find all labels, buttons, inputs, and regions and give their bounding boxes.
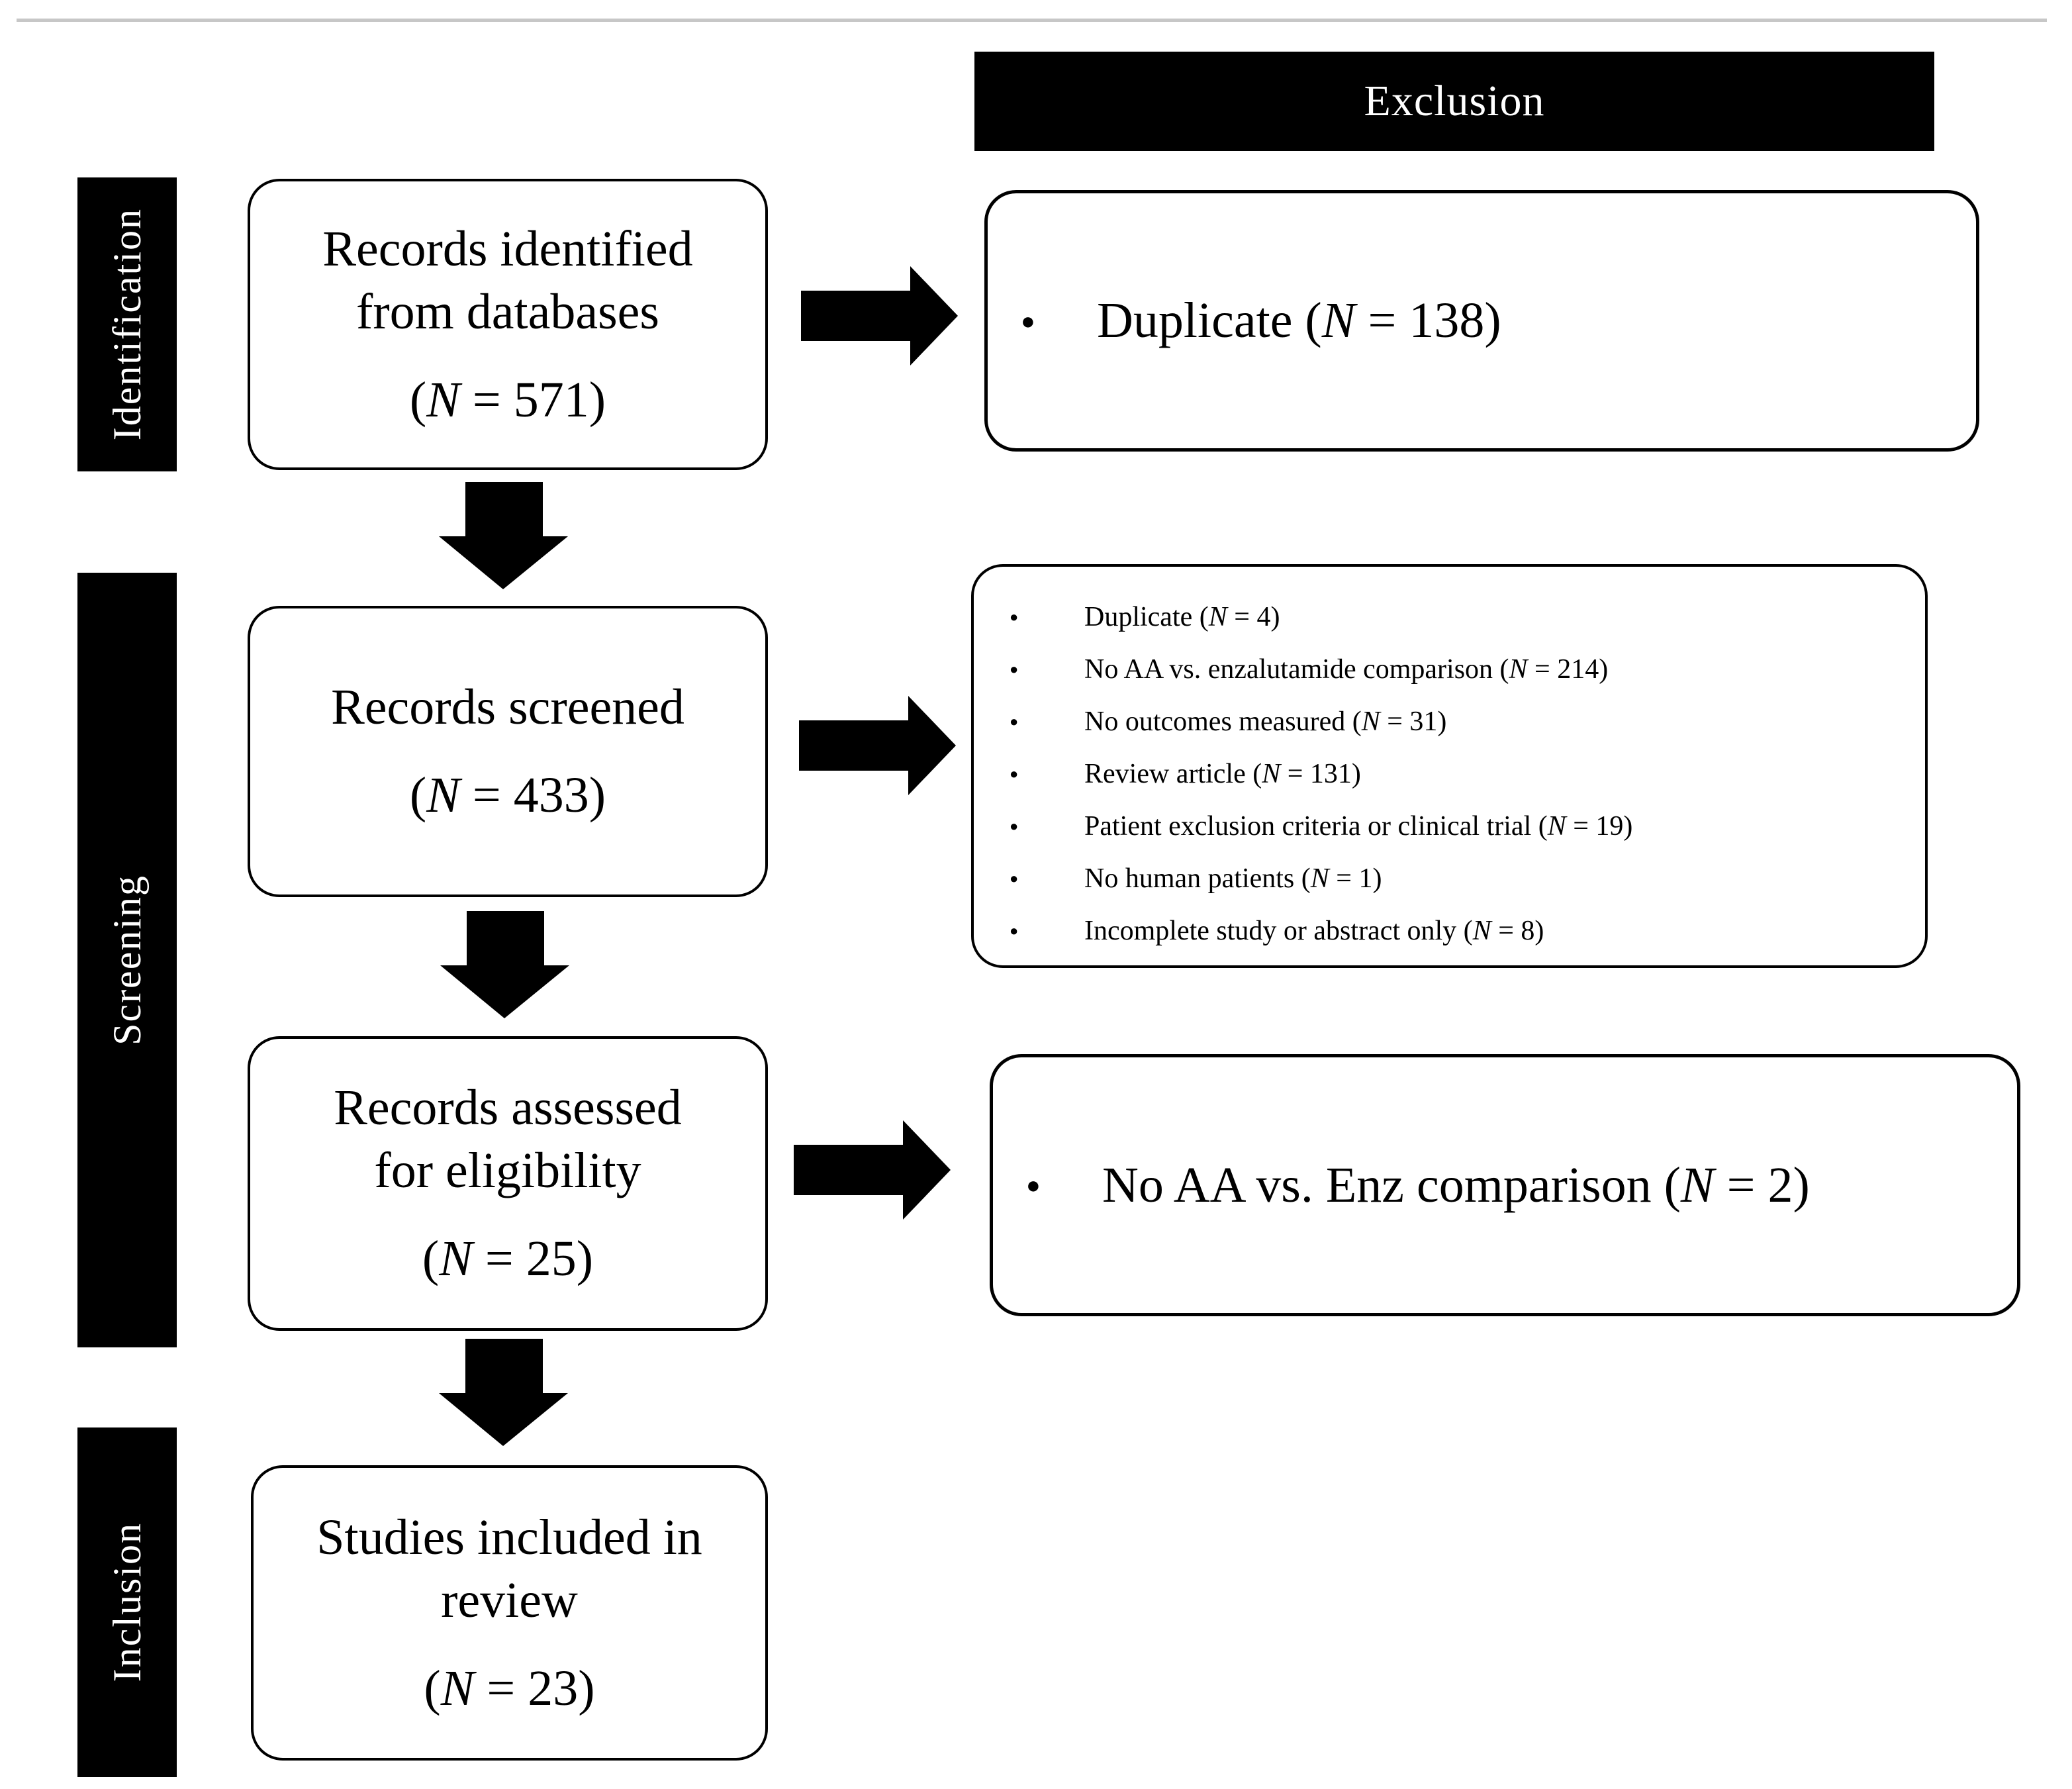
flow-box-records-screened: Records screened (N = 433) xyxy=(248,606,768,897)
flow-box-line: from databases xyxy=(356,283,659,340)
bullet-icon: ● xyxy=(1010,660,1019,677)
stage-bar-inclusion: Inclusion xyxy=(77,1427,177,1777)
flow-box-records-assessed: Records assessed for eligibility (N = 25… xyxy=(248,1036,768,1331)
flow-box-line: for eligibility xyxy=(374,1143,641,1198)
right-arrow-icon xyxy=(799,696,956,795)
stage-bar-screening: Screening xyxy=(77,573,177,1347)
flow-box-line: Records screened xyxy=(331,679,684,735)
bullet-icon: ● xyxy=(1010,922,1019,939)
flow-box-count: (N = 433) xyxy=(409,767,606,823)
stage-label-screening: Screening xyxy=(105,875,149,1045)
list-item: ● Review article (N = 131) xyxy=(974,748,1925,800)
down-arrow-icon xyxy=(439,1339,568,1446)
flow-box-count: (N = 23) xyxy=(424,1660,595,1716)
list-item: ● Duplicate (N = 4) xyxy=(974,591,1925,643)
bullet-icon: ● xyxy=(1021,307,1035,334)
exclusion-column-header: Exclusion xyxy=(974,52,1934,151)
exclusion-item-text: No human patients (N = 1) xyxy=(1084,863,1382,894)
bullet-icon: ● xyxy=(1010,869,1019,887)
exclusion-item-text: Duplicate (N = 4) xyxy=(1084,601,1280,632)
exclusion-header-label: Exclusion xyxy=(1364,77,1545,125)
bullet-icon: ● xyxy=(1010,712,1019,730)
top-divider-rule xyxy=(17,19,2047,22)
list-item: ● No outcomes measured (N = 31) xyxy=(974,695,1925,748)
flow-box-count: (N = 25) xyxy=(422,1231,594,1286)
list-item: ● Incomplete study or abstract only (N = … xyxy=(974,904,1925,957)
flow-box-records-identified: Records identified from databases (N = 5… xyxy=(248,179,768,470)
flow-box-studies-included: Studies included in review (N = 23) xyxy=(251,1465,768,1761)
flow-box-line: Records assessed xyxy=(334,1080,682,1136)
down-arrow-icon xyxy=(440,911,569,1018)
list-item: ● No human patients (N = 1) xyxy=(974,852,1925,904)
stage-bar-identification: Identification xyxy=(77,177,177,471)
stage-label-inclusion: Inclusion xyxy=(105,1522,149,1682)
exclusion-reason-list: ● Duplicate (N = 4) ● No AA vs. enzalutami… xyxy=(974,591,1925,957)
right-arrow-icon xyxy=(794,1120,951,1220)
exclusion-box-eligibility-reasons: ● No AA vs. Enz comparison (N = 2) xyxy=(990,1054,2020,1316)
right-arrow-icon xyxy=(801,266,958,365)
exclusion-item-text: Review article (N = 131) xyxy=(1084,758,1361,789)
bullet-icon: ● xyxy=(1010,817,1019,834)
exclusion-item-text: No AA vs. Enz comparison (N = 2) xyxy=(1102,1157,1810,1213)
list-item: ● No AA vs. enzalutamide comparison (N = … xyxy=(974,643,1925,695)
stage-label-identification: Identification xyxy=(105,208,149,441)
exclusion-item-text: Incomplete study or abstract only (N = 8… xyxy=(1084,915,1544,946)
flow-box-line: review xyxy=(441,1572,578,1628)
bullet-icon: ● xyxy=(1010,765,1019,782)
exclusion-box-duplicates: ● Duplicate (N = 138) xyxy=(984,190,1979,452)
exclusion-item-text: No outcomes measured (N = 31) xyxy=(1084,706,1447,737)
exclusion-box-screening-reasons: ● Duplicate (N = 4) ● No AA vs. enzalutami… xyxy=(971,564,1928,968)
exclusion-item-text: Patient exclusion criteria or clinical t… xyxy=(1084,810,1633,842)
list-item: ● Patient exclusion criteria or clinical … xyxy=(974,800,1925,852)
flow-box-line: Records identified xyxy=(322,220,693,277)
bullet-icon: ● xyxy=(1026,1172,1041,1198)
flow-box-line: Studies included in xyxy=(316,1509,702,1565)
bullet-icon: ● xyxy=(1010,608,1019,625)
down-arrow-icon xyxy=(439,482,568,589)
flow-box-count: (N = 571) xyxy=(409,371,606,428)
exclusion-item-text: Duplicate (N = 138) xyxy=(1097,293,1501,348)
exclusion-item-text: No AA vs. enzalutamide comparison (N = 2… xyxy=(1084,653,1609,685)
